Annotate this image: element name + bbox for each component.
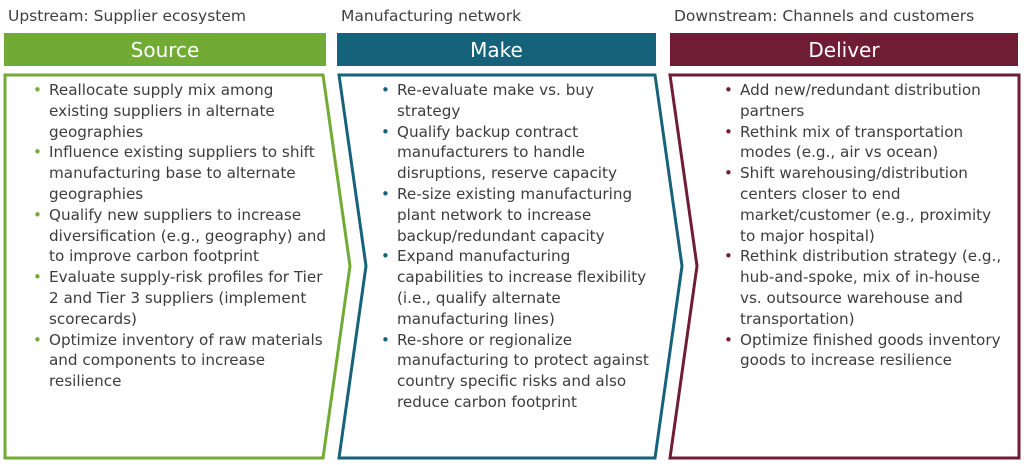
make-column: Manufacturing network Make bbox=[337, 0, 660, 66]
deliver-action-list: Add new/redundant distribution partners … bbox=[720, 80, 1005, 371]
source-action-list: Reallocate supply mix among existing sup… bbox=[29, 80, 329, 392]
list-item: Re-size existing manufacturing plant net… bbox=[377, 184, 652, 246]
list-item: Expand manufacturing capabilities to inc… bbox=[377, 246, 652, 329]
make-banner: Make bbox=[337, 33, 656, 66]
source-banner: Source bbox=[4, 33, 326, 66]
list-item: Rethink mix of transportation modes (e.g… bbox=[720, 122, 1005, 164]
list-item: Evaluate supply-risk profiles for Tier 2… bbox=[29, 267, 329, 329]
deliver-title: Deliver bbox=[808, 37, 880, 62]
make-action-list: Re-evaluate make vs. buy strategy Qualif… bbox=[377, 80, 652, 413]
list-item: Influence existing suppliers to shift ma… bbox=[29, 142, 329, 204]
list-item: Optimize inventory of raw materials and … bbox=[29, 330, 329, 392]
deliver-column: Downstream: Channels and customers Deliv… bbox=[670, 0, 1020, 66]
source-title: Source bbox=[130, 37, 200, 62]
deliver-stage-label: Downstream: Channels and customers bbox=[674, 7, 975, 25]
list-item: Reallocate supply mix among existing sup… bbox=[29, 80, 329, 142]
list-item: Optimize finished goods inventory goods … bbox=[720, 330, 1005, 372]
list-item: Qualify backup contract manufacturers to… bbox=[377, 122, 652, 184]
make-stage-label: Manufacturing network bbox=[341, 7, 522, 25]
list-item: Add new/redundant distribution partners bbox=[720, 80, 1005, 122]
source-stage-label: Upstream: Supplier ecosystem bbox=[8, 7, 247, 25]
list-item: Rethink distribution strategy (e.g., hub… bbox=[720, 246, 1005, 329]
list-item: Qualify new suppliers to increase divers… bbox=[29, 205, 329, 267]
list-item: Shift warehousing/distribution centers c… bbox=[720, 163, 1005, 246]
make-title: Make bbox=[470, 37, 523, 62]
source-column: Upstream: Supplier ecosystem Source bbox=[4, 0, 331, 66]
list-item: Re-evaluate make vs. buy strategy bbox=[377, 80, 652, 122]
list-item: Re-shore or regionalize manufacturing to… bbox=[377, 330, 652, 413]
deliver-banner: Deliver bbox=[670, 33, 1018, 66]
